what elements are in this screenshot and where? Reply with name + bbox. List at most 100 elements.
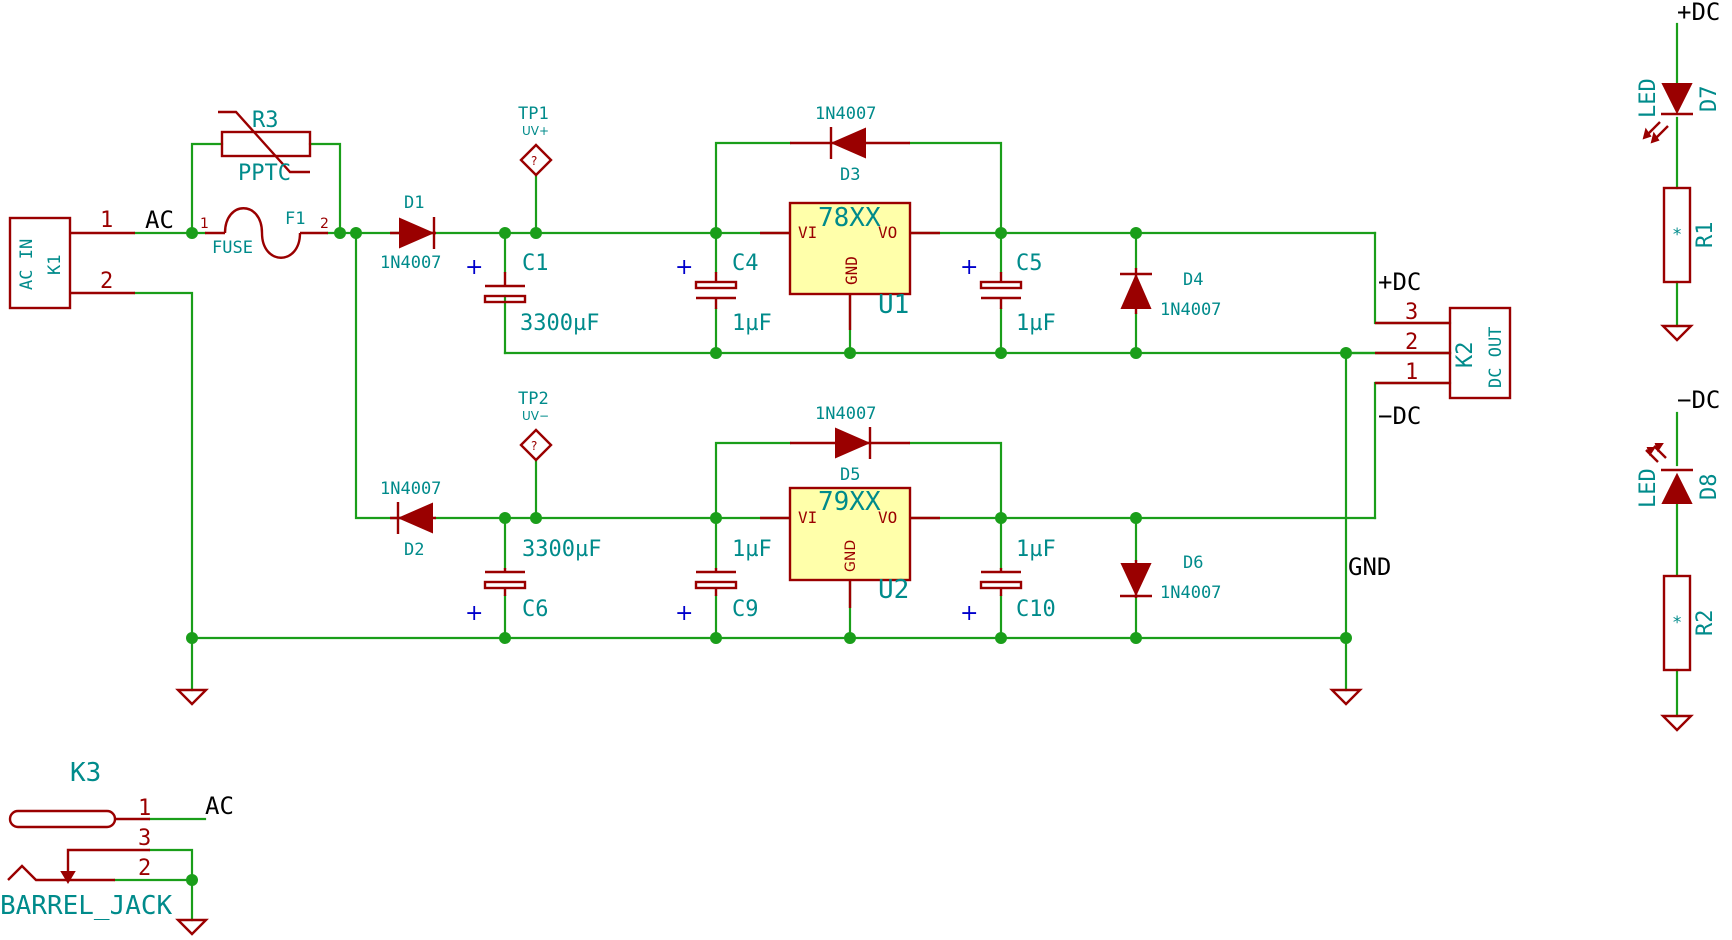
capacitor-c1: + C1 3300µF — [465, 251, 599, 336]
u1-vo: VO — [878, 223, 897, 242]
u1-value: 78XX — [818, 203, 881, 233]
c4-value: 1µF — [732, 311, 772, 336]
junction — [499, 227, 511, 239]
junction — [710, 347, 722, 359]
junction — [1130, 227, 1142, 239]
r1-ref: R1 — [1693, 222, 1718, 249]
tp1-value: UV+ — [522, 124, 549, 138]
d3-value: 1N4007 — [815, 104, 876, 124]
junction — [710, 632, 722, 644]
ground-symbol — [1329, 688, 1363, 706]
junction — [844, 347, 856, 359]
junction — [499, 512, 511, 524]
power-label-neg-dc: −DC — [1677, 386, 1720, 414]
tp2-value: UV− — [522, 409, 549, 423]
d4-value: 1N4007 — [1160, 300, 1221, 320]
tp2-mark: ? — [531, 439, 537, 453]
u2-vo: VO — [878, 508, 897, 527]
capacitor-c9: + 1µF C9 — [675, 537, 772, 626]
d5-ref: D5 — [840, 465, 860, 485]
diode-d1: D1 1N4007 — [380, 193, 441, 273]
connector-k3: 1 3 2 K3 BARREL_JACK — [0, 758, 173, 921]
d7-value: LED — [1636, 78, 1661, 118]
c6-ref: C6 — [522, 597, 549, 622]
k3-pin3-label: 3 — [138, 826, 151, 851]
junction — [710, 512, 722, 524]
junction — [530, 227, 542, 239]
junction — [350, 227, 362, 239]
k3-pin2-label: 2 — [138, 856, 151, 881]
u1-vi: VI — [798, 223, 817, 242]
junction — [844, 632, 856, 644]
k3-value: BARREL_JACK — [0, 891, 173, 921]
k3-ref: K3 — [70, 758, 101, 788]
testpoint-tp2: ? TP2 UV− — [518, 389, 553, 462]
capacitor-c4: + C4 1µF — [675, 251, 772, 336]
tp1-mark: ? — [531, 154, 537, 168]
junction — [995, 347, 1007, 359]
k1-ref: K1 — [45, 255, 65, 275]
c1-polarity: + — [465, 255, 483, 280]
net-label-ac: AC — [145, 206, 174, 234]
d1-value: 1N4007 — [380, 253, 441, 273]
c6-value: 3300µF — [522, 537, 601, 562]
c5-value: 1µF — [1016, 311, 1056, 336]
d8-value: LED — [1636, 468, 1661, 508]
resistor-r2: * R2 — [1662, 574, 1718, 672]
junction — [1130, 512, 1142, 524]
diode-d3: 1N4007 D3 — [790, 104, 910, 185]
k2-pin1-label: 1 — [1405, 360, 1418, 385]
net-label-ac-k3: AC — [205, 792, 234, 820]
tp1-ref: TP1 — [518, 104, 549, 124]
junction — [995, 512, 1007, 524]
r2-ref: R2 — [1693, 610, 1718, 637]
regulator-u1: 78XX VI VO GND U1 — [760, 201, 940, 330]
regulator-u2: 79XX VI VO GND U2 — [760, 486, 940, 608]
f1-pin1-label: 1 — [200, 216, 209, 232]
diode-d4: D4 1N4007 — [1120, 268, 1221, 320]
diode-d6: D6 1N4007 — [1120, 553, 1221, 603]
ground-symbol — [1660, 714, 1694, 732]
junction — [995, 632, 1007, 644]
c5-ref: C5 — [1016, 251, 1043, 276]
d7-ref: D7 — [1697, 86, 1722, 113]
junction — [1340, 347, 1352, 359]
k2-pin2-label: 2 — [1405, 330, 1418, 355]
net-label-gnd: GND — [1348, 553, 1391, 581]
c1-ref: C1 — [522, 251, 549, 276]
d1-ref: D1 — [404, 193, 424, 213]
d3-ref: D3 — [840, 165, 860, 185]
resistor-r1: * R1 — [1662, 186, 1718, 284]
d4-ref: D4 — [1183, 270, 1203, 290]
c9-polarity: + — [675, 601, 693, 626]
u1-ref: U1 — [878, 290, 909, 320]
c6-polarity: + — [465, 601, 483, 626]
junction — [1130, 632, 1142, 644]
diode-d5: 1N4007 D5 — [790, 404, 910, 485]
d6-ref: D6 — [1183, 553, 1203, 573]
c9-ref: C9 — [732, 597, 759, 622]
d2-ref: D2 — [404, 540, 424, 560]
junction — [1130, 347, 1142, 359]
junction — [499, 632, 511, 644]
connector-k2: 3 2 1 K2 DC OUT — [1375, 300, 1512, 400]
d6-value: 1N4007 — [1160, 583, 1221, 603]
r3-value: PPTC — [238, 161, 291, 186]
tp2-ref: TP2 — [518, 389, 549, 409]
d5-value: 1N4007 — [815, 404, 876, 424]
u2-ref: U2 — [878, 575, 909, 605]
k1-pin1-label: 1 — [100, 208, 113, 233]
junction — [530, 512, 542, 524]
testpoint-tp1: ? TP1 UV+ — [518, 104, 553, 177]
led-d8: LED D8 — [1636, 443, 1722, 508]
u2-vi: VI — [798, 508, 817, 527]
u2-gnd: GND — [843, 540, 859, 572]
junctions — [186, 227, 1352, 886]
junction — [995, 227, 1007, 239]
fuse-f1: 1 2 F1 FUSE — [200, 207, 329, 259]
junction — [710, 227, 722, 239]
k2-value: DC OUT — [1486, 327, 1506, 388]
c5-polarity: + — [960, 255, 978, 280]
pptc-r3: R3 PPTC — [218, 108, 312, 186]
